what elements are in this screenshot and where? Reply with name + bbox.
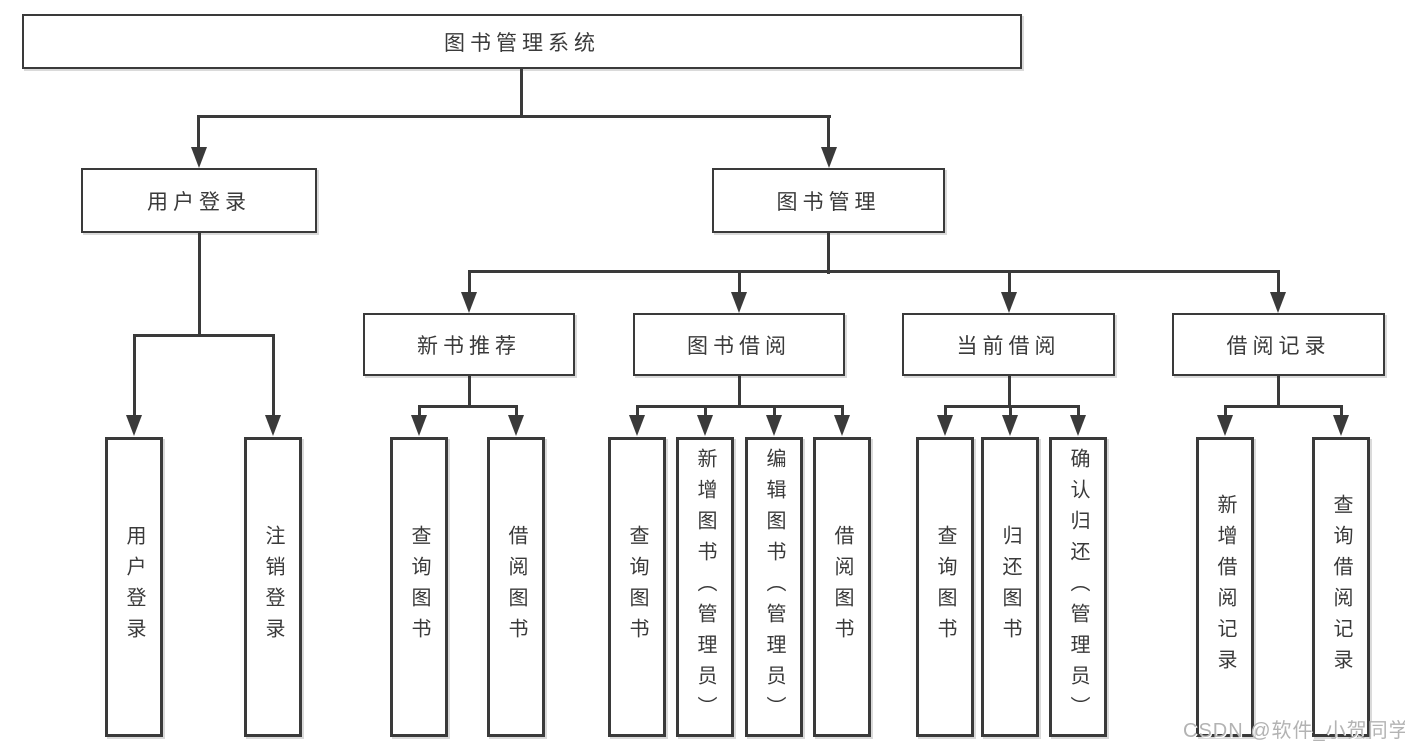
- connector-line: [1277, 376, 1280, 407]
- node-label: 图书管理: [776, 190, 881, 214]
- leaf-label: 查询图书: [934, 525, 956, 649]
- arrow-down-icon: [191, 147, 207, 168]
- connector-line: [198, 233, 201, 336]
- connector-line: [738, 270, 741, 293]
- node-book-borrowing: 图书借阅: [633, 313, 845, 376]
- node-label: 当前借阅: [956, 334, 1061, 358]
- arrow-down-icon: [126, 415, 142, 436]
- connector-line: [1077, 405, 1080, 417]
- connector-line: [197, 115, 200, 148]
- arrow-down-icon: [697, 415, 713, 436]
- arrow-down-icon: [1070, 415, 1086, 436]
- connector-line: [468, 376, 471, 407]
- arrow-down-icon: [265, 415, 281, 436]
- connector-line: [1340, 405, 1343, 417]
- connector-line: [468, 270, 1280, 273]
- leaf-label: 查询图书: [408, 525, 430, 649]
- arrow-down-icon: [937, 415, 953, 436]
- leaf-label: 查询图书: [626, 525, 648, 649]
- node-user-login: 用户登录: [81, 168, 317, 233]
- connector-line: [1224, 405, 1343, 408]
- connector-line: [133, 334, 275, 337]
- leaf-confirm-return-admin: 确认归还（管理员）: [1049, 437, 1107, 737]
- leaf-edit-book-admin: 编辑图书（管理员）: [745, 437, 803, 737]
- arrow-down-icon: [1217, 415, 1233, 436]
- connector-line: [944, 405, 1080, 408]
- connector-line: [1008, 376, 1011, 407]
- leaf-label: 确认归还（管理员）: [1067, 447, 1089, 727]
- arrow-down-icon: [821, 147, 837, 168]
- connector-line: [418, 405, 421, 417]
- leaf-return-book: 归还图书: [981, 437, 1039, 737]
- leaf-label: 归还图书: [999, 525, 1021, 649]
- connector-line: [827, 115, 830, 148]
- arrow-down-icon: [508, 415, 524, 436]
- arrow-down-icon: [411, 415, 427, 436]
- connector-line: [944, 405, 947, 417]
- leaf-label: 编辑图书（管理员）: [763, 447, 785, 727]
- connector-line: [738, 376, 741, 407]
- connector-line: [704, 405, 707, 417]
- watermark: CSDN @软件_小贺同学: [1183, 720, 1405, 742]
- node-label: 图书管理系统: [444, 31, 600, 55]
- connector-line: [418, 405, 518, 408]
- arrow-down-icon: [834, 415, 850, 436]
- connector-line: [1009, 405, 1012, 417]
- arrow-down-icon: [1333, 415, 1349, 436]
- leaf-query-books-borrowing: 查询图书: [608, 437, 666, 737]
- leaf-user-login: 用户登录: [105, 437, 163, 737]
- leaf-label: 注销登录: [262, 525, 284, 649]
- arrow-down-icon: [629, 415, 645, 436]
- connector-line: [515, 405, 518, 417]
- leaf-label: 新增图书（管理员）: [694, 447, 716, 727]
- connector-line: [636, 405, 844, 408]
- leaf-query-borrow-record: 查询借阅记录: [1312, 437, 1370, 737]
- leaf-query-books-current: 查询图书: [916, 437, 974, 737]
- connector-line: [827, 233, 830, 274]
- leaf-borrow-books-recommend: 借阅图书: [487, 437, 545, 737]
- connector-line: [773, 405, 776, 417]
- connector-line: [133, 334, 136, 417]
- arrow-down-icon: [731, 292, 747, 313]
- leaf-add-borrow-record: 新增借阅记录: [1196, 437, 1254, 737]
- node-label: 借阅记录: [1226, 334, 1331, 358]
- leaf-label: 用户登录: [123, 525, 145, 649]
- arrow-down-icon: [1001, 292, 1017, 313]
- arrow-down-icon: [766, 415, 782, 436]
- node-borrowing-records: 借阅记录: [1172, 313, 1385, 376]
- connector-line: [520, 69, 523, 118]
- node-new-book-recommend: 新书推荐: [363, 313, 575, 376]
- connector-line: [198, 115, 831, 118]
- leaf-label: 借阅图书: [831, 525, 853, 649]
- leaf-logout: 注销登录: [244, 437, 302, 737]
- node-book-management: 图书管理: [712, 168, 945, 233]
- node-label: 用户登录: [147, 190, 251, 214]
- leaf-label: 借阅图书: [505, 525, 527, 649]
- connector-line: [1008, 270, 1011, 293]
- node-current-borrowing: 当前借阅: [902, 313, 1115, 376]
- node-library-management-system: 图书管理系统: [22, 14, 1022, 69]
- node-label: 图书借阅: [687, 334, 791, 358]
- connector-line: [636, 405, 639, 417]
- leaf-label: 查询借阅记录: [1330, 494, 1352, 680]
- arrow-down-icon: [461, 292, 477, 313]
- connector-line: [1224, 405, 1227, 417]
- arrow-down-icon: [1002, 415, 1018, 436]
- leaf-label: 新增借阅记录: [1214, 494, 1236, 680]
- arrow-down-icon: [1270, 292, 1286, 313]
- node-label: 新书推荐: [417, 334, 521, 358]
- connector-line: [468, 270, 471, 293]
- leaf-query-books-recommend: 查询图书: [390, 437, 448, 737]
- connector-line: [1277, 270, 1280, 293]
- leaf-borrow-books-borrowing: 借阅图书: [813, 437, 871, 737]
- connector-line: [272, 334, 275, 417]
- connector-line: [841, 405, 844, 417]
- leaf-add-book-admin: 新增图书（管理员）: [676, 437, 734, 737]
